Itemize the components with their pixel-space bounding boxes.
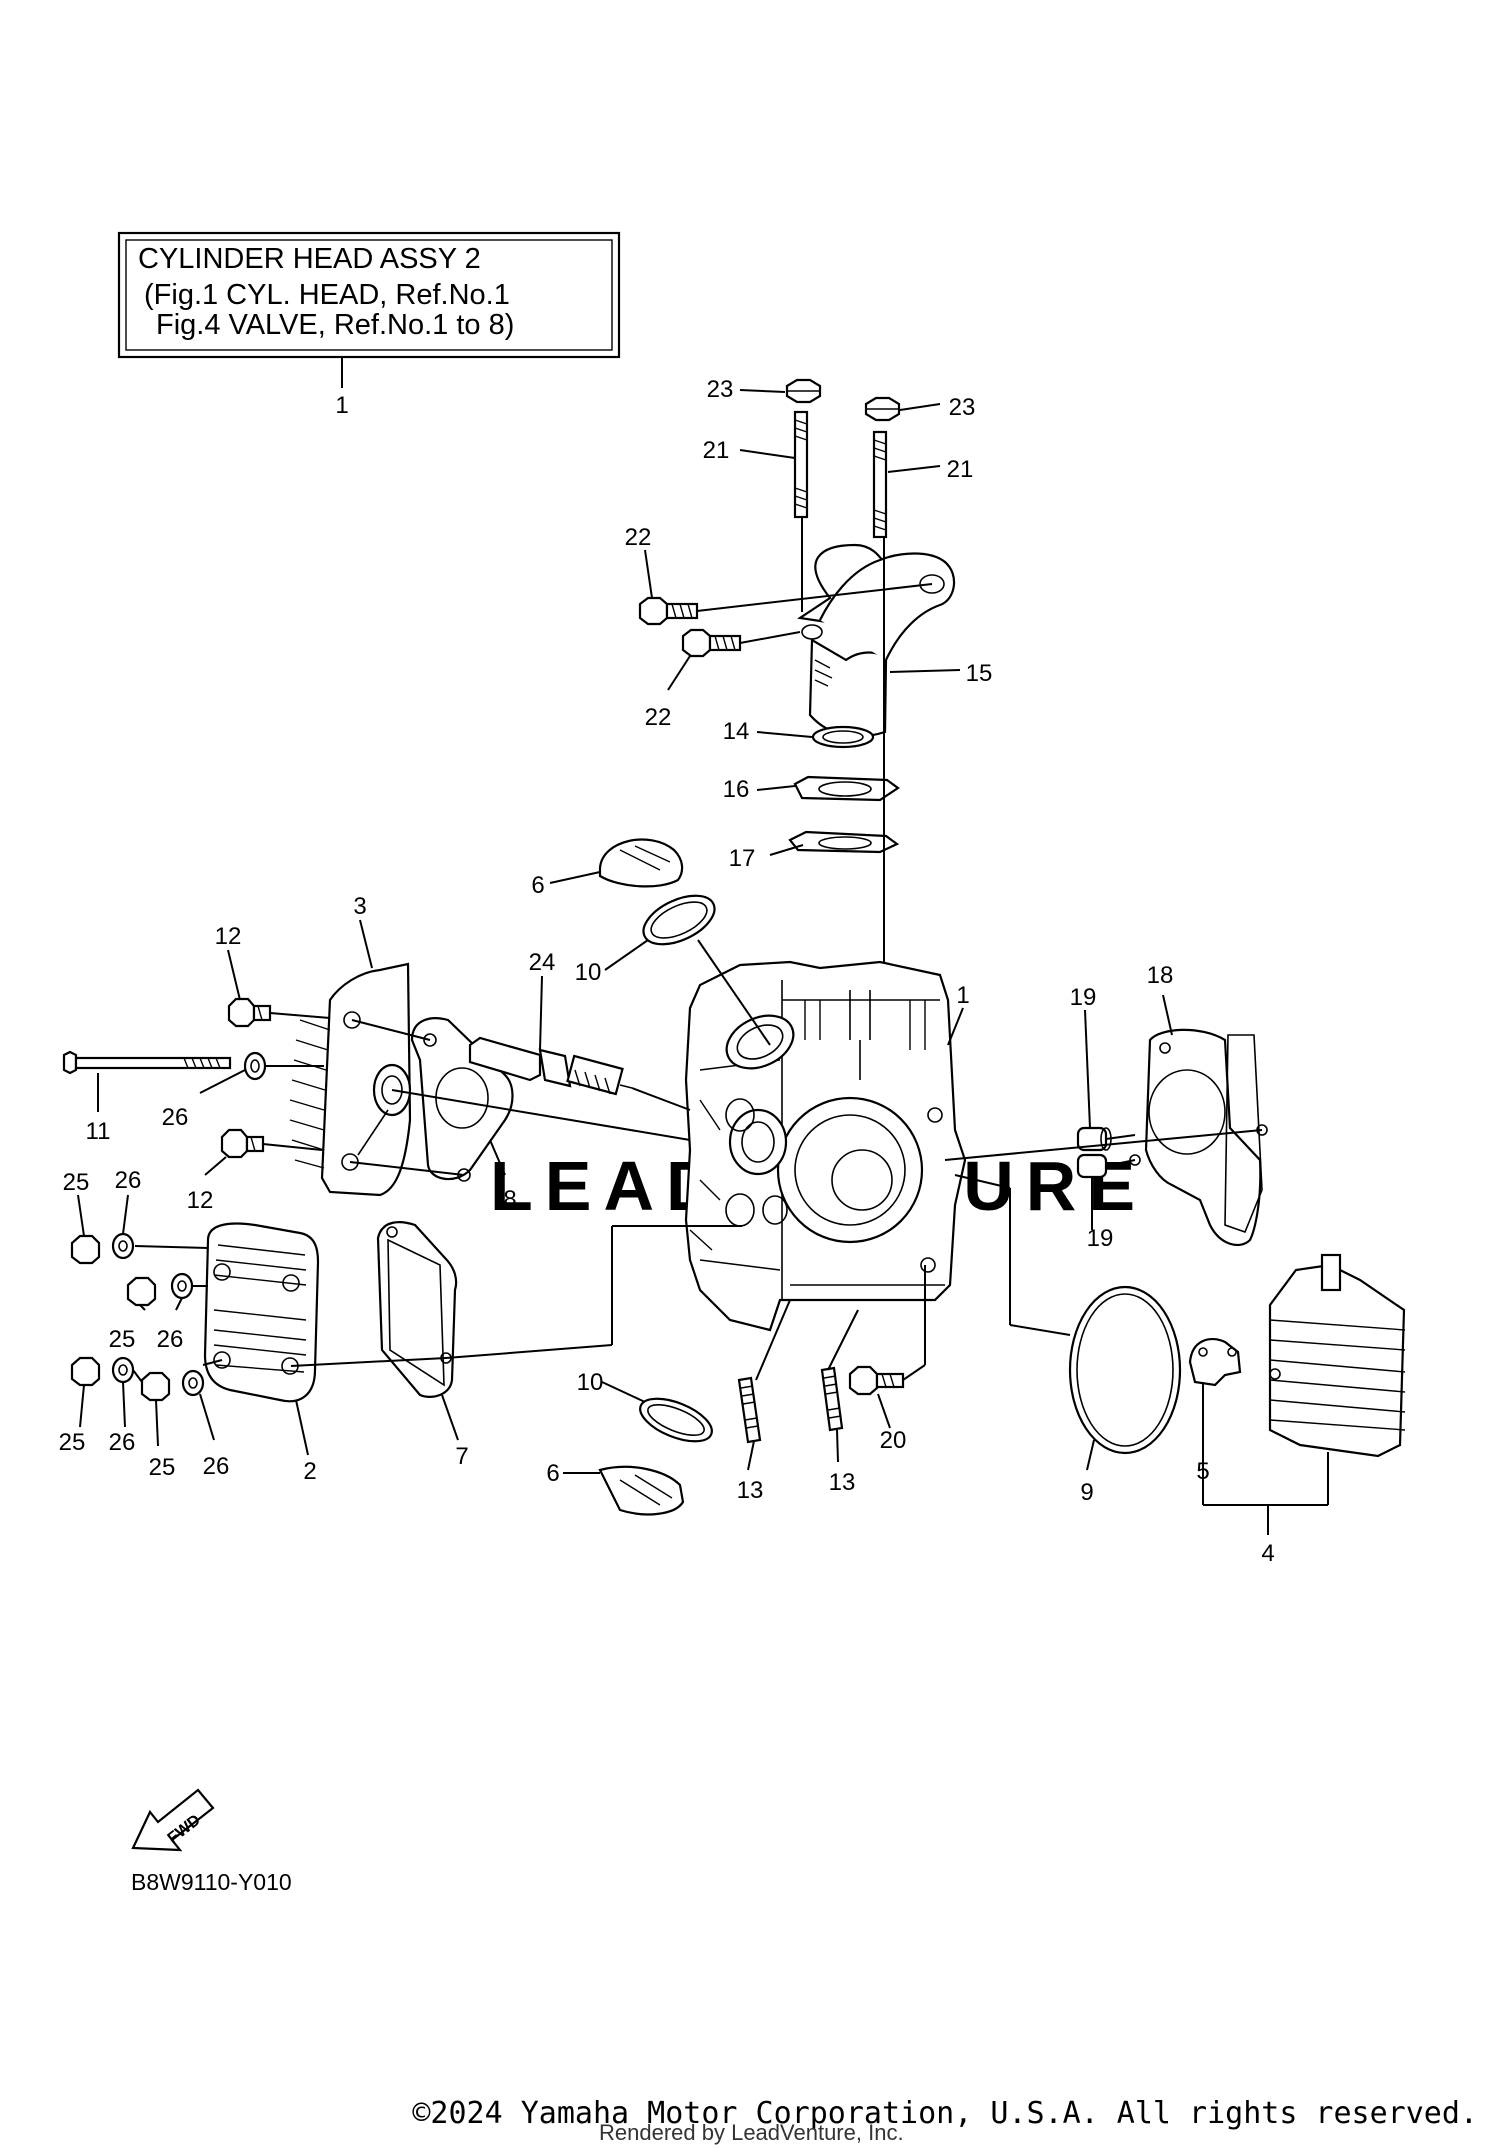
tappet-cover-upper <box>598 838 684 888</box>
note-title: CYLINDER HEAD ASSY 2 <box>138 243 481 275</box>
long-through-bolt <box>62 1050 232 1075</box>
nut-25-d <box>140 1371 171 1402</box>
washer-26-c <box>111 1356 135 1384</box>
cylinder-head-assy-note: CYLINDER HEAD ASSY 2 (Fig.1 CYL. HEAD, R… <box>117 231 621 419</box>
guide-5 <box>1188 1337 1242 1387</box>
callout-18: 18 <box>1147 962 1174 989</box>
stud-13-left <box>737 1376 762 1444</box>
callout-23: 23 <box>949 394 976 421</box>
callout-12: 12 <box>215 923 242 950</box>
callout-8: 8 <box>503 1186 516 1213</box>
o-ring-upper <box>642 894 716 946</box>
callout-11: 11 <box>86 1118 111 1145</box>
cylinder-4 <box>1268 1253 1406 1458</box>
washer-26-b <box>170 1272 194 1300</box>
cylinder-head-gasket <box>1129 1028 1268 1247</box>
callout-22: 22 <box>625 524 652 551</box>
spark-plug <box>468 1036 633 1096</box>
callout-12: 12 <box>187 1187 214 1214</box>
callout-9: 9 <box>1080 1479 1093 1506</box>
callout-10: 10 <box>575 959 602 986</box>
callout-25: 25 <box>109 1326 136 1353</box>
leader-lines <box>77 389 1329 1535</box>
stud-bolt-right <box>872 430 888 539</box>
callout-6: 6 <box>546 1460 559 1487</box>
callout-21: 21 <box>947 456 974 483</box>
callout-26: 26 <box>203 1453 230 1480</box>
callout-24: 24 <box>529 949 556 976</box>
callout-20: 20 <box>880 1427 907 1454</box>
washer-26-d <box>181 1369 205 1397</box>
intake-bolt-lower <box>681 628 742 658</box>
nut-25-a <box>70 1234 101 1265</box>
callout-6: 6 <box>531 872 544 899</box>
dowel-pin-lower <box>1076 1153 1108 1179</box>
callout-numbers: 23 23 21 21 22 22 15 14 16 17 6 10 3 12 … <box>59 376 1275 1567</box>
callout-3: 3 <box>353 893 366 920</box>
washer-26-a <box>111 1232 135 1260</box>
flange-nut-right <box>864 396 901 422</box>
callout-22: 22 <box>645 704 672 731</box>
callout-26: 26 <box>109 1429 136 1456</box>
o-ring-lower <box>639 1397 713 1443</box>
callout-19: 19 <box>1070 984 1097 1011</box>
bolt-20 <box>848 1365 905 1396</box>
callout-17: 17 <box>729 845 756 872</box>
cover-bolt-lower <box>220 1128 265 1159</box>
callout-26: 26 <box>115 1167 142 1194</box>
callout-25: 25 <box>63 1169 90 1196</box>
rendered-by-label: Rendered by LeadVenture, Inc. <box>599 2120 904 2145</box>
head-side-cover <box>203 1222 320 1403</box>
stud-bolt-left <box>793 410 809 519</box>
stud-13-right <box>820 1366 844 1432</box>
cylinder-head <box>684 960 967 1332</box>
callout-21: 21 <box>703 437 730 464</box>
callout-26: 26 <box>157 1326 184 1353</box>
nut-25-c <box>70 1356 101 1387</box>
callout-26: 26 <box>162 1104 189 1131</box>
nut-25-b <box>126 1276 157 1307</box>
cover-bolt-upper <box>227 997 272 1028</box>
callout-25: 25 <box>59 1429 86 1456</box>
callout-13: 13 <box>829 1469 856 1496</box>
washer-bolt-11 <box>243 1051 267 1081</box>
callout-4: 4 <box>1261 1540 1274 1567</box>
carburetor-joint <box>793 775 900 802</box>
intake-gasket <box>788 830 900 854</box>
intake-bolt-upper <box>638 596 699 626</box>
note-ref-number: 1 <box>335 392 348 419</box>
fwd-arrow-icon: FWD <box>131 1788 215 1852</box>
copyright-footer: ©2024 Yamaha Motor Corporation, U.S.A. A… <box>412 2096 1478 2131</box>
callout-19: 19 <box>1087 1225 1114 1252</box>
callout-14: 14 <box>723 718 750 745</box>
cylinder-o-ring <box>1068 1285 1182 1455</box>
diagram-code: B8W9110-Y010 <box>131 1869 292 1895</box>
flange-nut-left <box>785 378 822 404</box>
callout-5: 5 <box>1196 1458 1209 1485</box>
callout-15: 15 <box>966 660 993 687</box>
callout-13: 13 <box>737 1477 764 1504</box>
note-line-2: (Fig.1 CYL. HEAD, Ref.No.1 <box>144 279 510 311</box>
callout-16: 16 <box>723 776 750 803</box>
callout-7: 7 <box>455 1443 468 1470</box>
callout-1: 1 <box>956 982 969 1009</box>
head-cover-side <box>289 962 412 1197</box>
callout-25: 25 <box>149 1454 176 1481</box>
intake-manifold <box>797 543 956 738</box>
callout-10: 10 <box>577 1369 604 1396</box>
tappet-cover-lower <box>598 1465 685 1516</box>
side-cover-gasket <box>376 1221 458 1398</box>
callout-2: 2 <box>303 1458 316 1485</box>
intake-o-ring <box>811 725 875 749</box>
callout-23: 23 <box>707 376 734 403</box>
note-line-3: Fig.4 VALVE, Ref.No.1 to 8) <box>156 309 514 341</box>
